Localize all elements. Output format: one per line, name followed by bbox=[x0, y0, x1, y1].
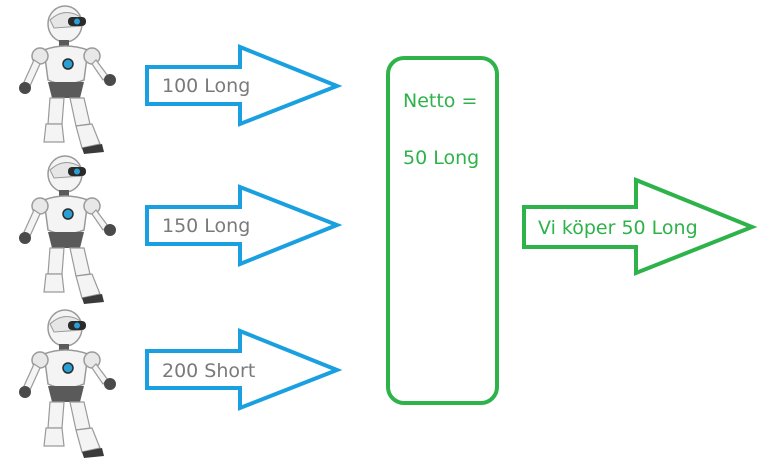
order-arrow-1: 100 Long bbox=[145, 44, 343, 127]
robot-1-icon bbox=[18, 5, 117, 155]
order-arrow-2: 150 Long bbox=[145, 184, 343, 267]
order-arrow-3: 200 Short bbox=[145, 328, 343, 411]
netto-title: Netto = bbox=[403, 90, 477, 112]
order-label-1: 100 Long bbox=[162, 75, 250, 97]
order-label-2: 150 Long bbox=[162, 215, 250, 237]
netto-box: Netto = 50 Long bbox=[386, 56, 499, 405]
result-label: Vi köper 50 Long bbox=[538, 217, 698, 239]
order-label-3: 200 Short bbox=[162, 360, 255, 382]
robot-2-icon bbox=[18, 155, 117, 305]
robot-3-icon bbox=[18, 309, 117, 459]
netto-value: 50 Long bbox=[403, 147, 479, 169]
result-arrow: Vi köper 50 Long bbox=[522, 177, 758, 276]
